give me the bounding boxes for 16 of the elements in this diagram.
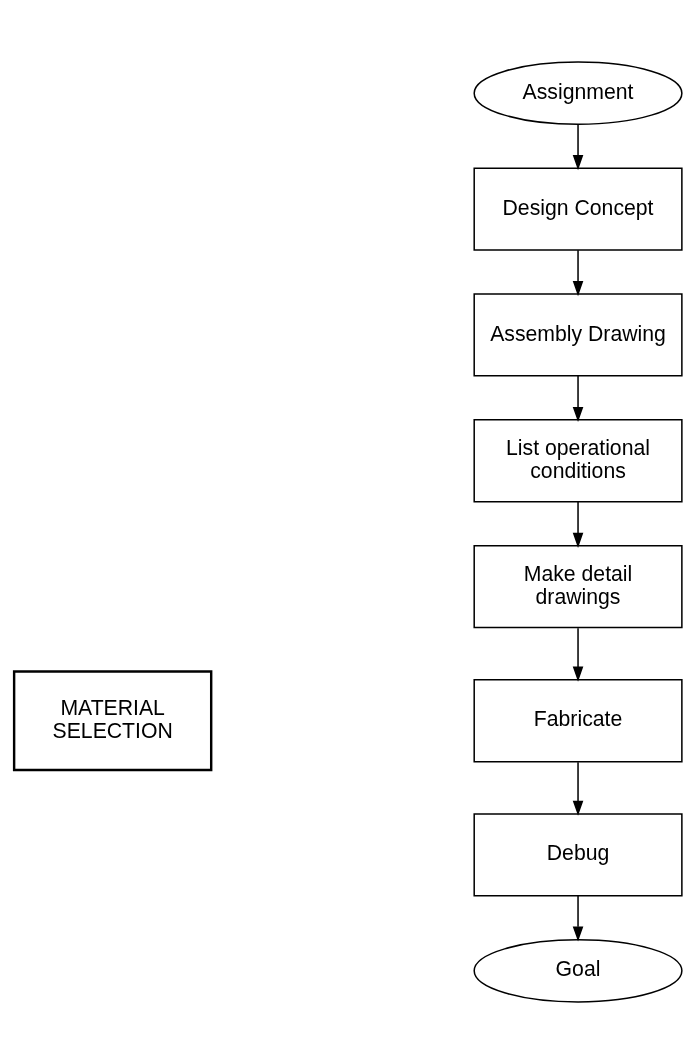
arrow <box>572 627 584 682</box>
arrow <box>572 761 584 816</box>
arrow <box>572 249 584 297</box>
node-box: MATERIAL SELECTION <box>12 670 213 772</box>
node-box: List operational conditions <box>473 419 683 503</box>
arrow <box>572 375 584 423</box>
node-box: Assembly Drawing <box>473 293 683 377</box>
arrow <box>572 501 584 548</box>
node-box: Design Concept <box>473 167 683 251</box>
node-box: Make detail drawings <box>473 544 683 629</box>
node-ellipse: Assignment <box>473 61 683 125</box>
arrow <box>572 895 584 942</box>
node-box: Fabricate <box>473 679 683 763</box>
arrow <box>572 123 584 171</box>
node-box: Debug <box>473 813 683 897</box>
node-ellipse: Goal <box>473 939 683 1003</box>
